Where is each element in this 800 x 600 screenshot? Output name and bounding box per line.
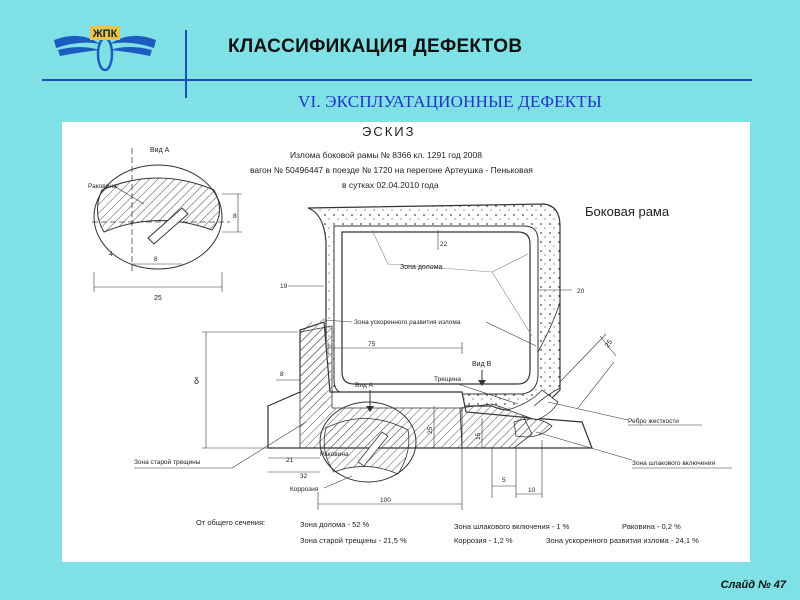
view-b-label: Вид В (472, 361, 492, 368)
dim-8-left: 8 (280, 371, 284, 378)
dim-19: 19 (280, 283, 288, 290)
logo-text: ЖПК (92, 28, 118, 40)
defect-sketch-drawing: ЭСКИЗ Излома боковой рамы № 8366 кл. 129… (88, 124, 732, 545)
dim-8-top: 8 (233, 213, 237, 220)
slide-subtitle: VI. ЭКСПЛУАТАЦИОННЫЕ ДЕФЕКТЫ (298, 92, 602, 111)
railway-logo-icon: ЖПК (54, 26, 156, 72)
shell-label-top: Раковина (88, 183, 117, 190)
dim-delta: δ (194, 376, 199, 386)
dim-21: 21 (286, 457, 294, 464)
dim-25-mid: 25 (427, 426, 434, 434)
dim-25-diag: 25 (604, 339, 614, 349)
sketch-caption-line-3: в сутках 02.04.2010 года (342, 180, 439, 190)
rib-label: Ребро жесткости (628, 417, 679, 425)
shell-label-bottom: Раковина (320, 451, 349, 458)
stat-corrosion: Коррозия - 1,2 % (454, 536, 513, 545)
frame-label: Боковая рама (585, 204, 670, 219)
sketch-heading: ЭСКИЗ (362, 124, 416, 139)
slide-number: Слайд № 47 (720, 579, 786, 591)
dim-4: 4 (109, 251, 113, 258)
dolomite-zone-label: Зона долома (400, 264, 443, 271)
view-a-label-mid: Вид А (355, 382, 374, 389)
sketch-caption-line-1: Излома боковой рамы № 8366 кл. 1291 год … (290, 150, 482, 160)
old-crack-zone-label: Зона старой трещины (134, 458, 201, 466)
stat-accel: Зона ускоренного развития излома - 24,1 … (546, 536, 699, 545)
sketch-panel: ЭСКИЗ Излома боковой рамы № 8366 кл. 129… (62, 122, 750, 562)
dim-22: 22 (440, 241, 448, 248)
dim-25-top: 25 (154, 295, 162, 302)
dim-10: 10 (528, 487, 536, 494)
dim-15: 15 (475, 432, 482, 440)
slag-zone-label: Зона шлакового включения (632, 460, 715, 467)
header-horizontal-divider (42, 79, 752, 81)
dim-32: 32 (300, 473, 308, 480)
stat-old-crack: Зона старой трещины - 21,5 % (300, 536, 407, 545)
corrosion-label: Коррозия (290, 486, 319, 493)
dim-100: 100 (380, 497, 391, 504)
dim-75: 75 (368, 341, 376, 348)
slide-title: КЛАССИФИКАЦИЯ ДЕФЕКТОВ (228, 36, 523, 57)
sketch-caption-line-2: вагон № 50496447 в поезде № 1720 на пере… (250, 165, 533, 175)
dim-8-inner: 8 (154, 256, 158, 263)
stats-heading: От общего сечения: (196, 518, 265, 527)
stat-slag: Зона шлакового включения - 1 % (454, 522, 570, 531)
accel-zone-label: Зона ускоренного развития излома (354, 319, 461, 326)
view-a-label-top: Вид А (150, 147, 170, 154)
stat-dolomite: Зона долома - 52 % (300, 520, 370, 529)
dim-20: 20 (577, 288, 585, 295)
crack-label: Трещина (434, 376, 461, 383)
header-vertical-divider (185, 30, 187, 98)
dim-5: 5 (502, 477, 506, 484)
stat-shell: Раковина - 0,2 % (622, 522, 681, 531)
